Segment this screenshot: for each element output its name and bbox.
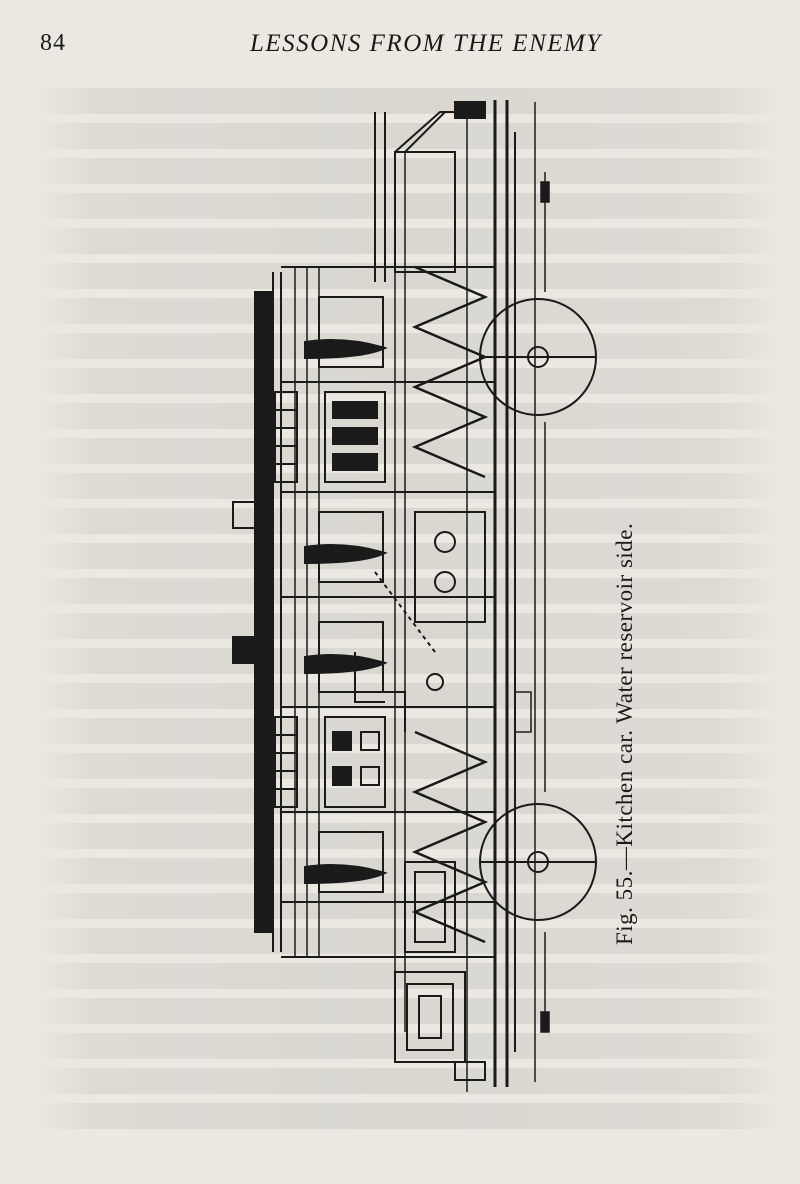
running-head: LESSONS FROM THE ENEMY <box>250 30 602 57</box>
compartment-partitions <box>281 381 495 903</box>
boiler <box>394 861 466 1063</box>
car-roof <box>232 272 282 952</box>
page-number: 84 <box>40 30 66 56</box>
page-header: 84 LESSONS FROM THE ENEMY <box>40 28 760 60</box>
car-body <box>281 100 536 1092</box>
shelf-units <box>274 391 386 808</box>
roof-water-tank <box>374 111 465 282</box>
cooking-apparatus <box>354 511 486 732</box>
curtained-windows <box>304 296 388 893</box>
figure-caption: Fig. 55.—Kitchen car. Water reservoir si… <box>612 522 637 945</box>
truss-bracing <box>411 265 489 944</box>
wheel-bogies <box>479 298 597 921</box>
underframe <box>514 172 550 1033</box>
kitchen-car-drawing <box>232 100 597 1092</box>
wall-studs <box>294 152 406 1032</box>
